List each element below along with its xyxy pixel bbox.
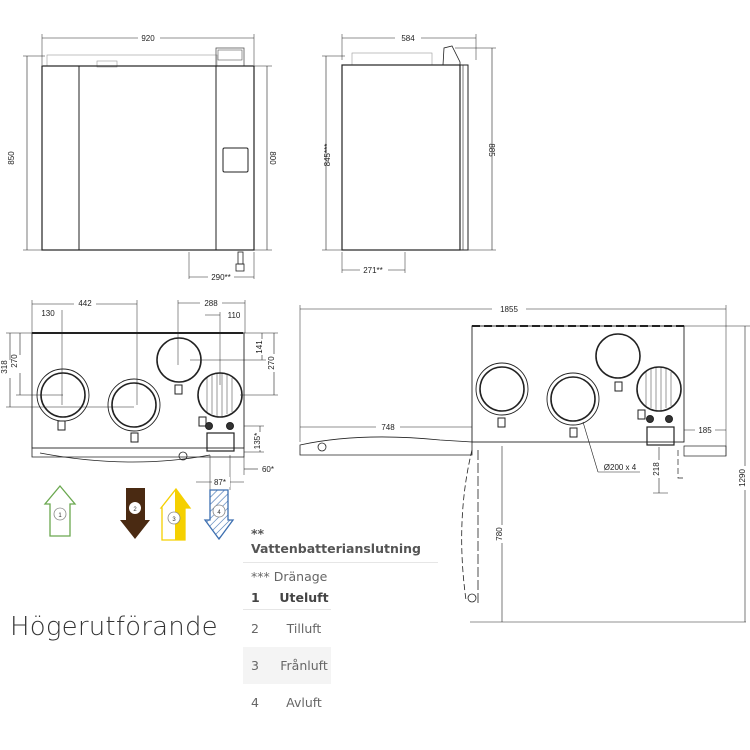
dim-110: 110 xyxy=(228,311,241,320)
dim-920: 920 xyxy=(141,34,155,43)
dim-780: 780 xyxy=(495,527,504,541)
dim-130: 130 xyxy=(41,309,55,318)
legend-row: 1 Uteluft xyxy=(243,585,331,610)
arrow-3-extract-air-icon: 3 xyxy=(159,487,192,541)
dim-135: 135* xyxy=(253,433,262,449)
footnotes: ** Vattenbatterianslutning *** Dränage xyxy=(243,522,438,590)
dim-60: 60* xyxy=(262,465,274,474)
legend-row: 2 Tilluft xyxy=(251,621,322,636)
service-view xyxy=(299,303,750,623)
dim-288: 288 xyxy=(204,299,218,308)
dim-270-left: 270 xyxy=(10,354,19,368)
dim-850: 850 xyxy=(7,151,16,165)
svg-text:4: 4 xyxy=(217,510,221,516)
note-water-coil: ** Vattenbatterianslutning xyxy=(243,522,438,563)
svg-text:3: 3 xyxy=(172,517,176,523)
dim-318: 318 xyxy=(0,360,9,374)
dim-584: 584 xyxy=(401,34,415,43)
dim-442: 442 xyxy=(78,299,92,308)
dim-748: 748 xyxy=(381,423,395,432)
duct-diameter-label: Ø200 x 4 xyxy=(604,463,637,472)
dim-271: 271** xyxy=(363,266,383,275)
side-view xyxy=(322,32,496,276)
arrow-2-supply-air-icon: 4 xyxy=(203,489,235,541)
front-view xyxy=(23,32,272,283)
connection-view xyxy=(6,300,278,490)
dim-185: 185 xyxy=(698,426,712,435)
arrow-4-exhaust-air-icon: 2 xyxy=(120,488,150,539)
dim-270-right: 270 xyxy=(267,356,276,370)
svg-text:2: 2 xyxy=(133,507,137,513)
airflow-legend: 1 Uteluft 2 Tilluft 3 Frånluft 4 Avluft xyxy=(243,585,331,721)
legend-row: 4 Avluft xyxy=(251,695,322,710)
dim-87: 87* xyxy=(214,478,226,487)
dim-885: 885 xyxy=(487,143,496,157)
note-drainage: *** Dränage xyxy=(251,569,328,584)
dim-290: 290** xyxy=(211,273,231,282)
dim-800: 800 xyxy=(268,151,277,165)
dim-218: 218 xyxy=(652,462,661,476)
legend-row: 3 Frånluft xyxy=(243,647,331,684)
dim-141: 141 xyxy=(255,340,264,354)
arrow-1-outdoor-air-icon: 1 xyxy=(43,484,77,537)
dim-1855: 1855 xyxy=(500,305,518,314)
page-title: Högerutförande xyxy=(10,612,218,642)
svg-text:1: 1 xyxy=(58,513,62,519)
dim-845: 845*** xyxy=(323,144,332,167)
dim-1290: 1290 xyxy=(738,469,747,487)
